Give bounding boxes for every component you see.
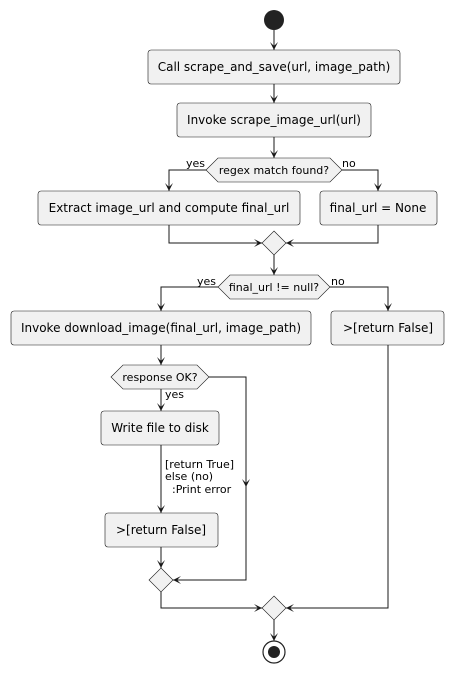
decision-final-null-label: final_url != null?: [229, 281, 319, 294]
decision-regex-label: regex match found?: [219, 164, 329, 177]
merge-diamond-3: [261, 595, 287, 621]
action-invoke-download-label: Invoke download_image(final_url, image_p…: [21, 321, 301, 335]
decision-response-label: response OK?: [122, 371, 197, 384]
action-invoke-scrape-label: Invoke scrape_image_url(url): [187, 113, 361, 127]
action-write-file-label: Write file to disk: [111, 421, 209, 435]
end-node: [262, 640, 286, 664]
end-node-inner: [268, 646, 280, 658]
start-node: [264, 10, 284, 30]
branch-regex-no: no: [342, 157, 356, 170]
merge-diamond-1: [261, 230, 287, 256]
action-call-label: Call scrape_and_save(url, image_path): [158, 60, 391, 74]
action-return-false-outer-label: >[return False]: [343, 321, 433, 335]
branch-null-yes: yes: [197, 275, 216, 288]
branch-regex-yes: yes: [186, 157, 205, 170]
action-final-none-label: final_url = None: [330, 201, 427, 215]
action-extract-label: Extract image_url and compute final_url: [49, 201, 290, 215]
action-write-file: [100, 410, 220, 446]
branch-response-yes: yes: [165, 388, 184, 401]
action-return-false-inner-label: >[return False]: [116, 523, 206, 537]
note-line-1: [return True]: [165, 458, 234, 471]
note-line-3: :Print error: [172, 483, 232, 496]
branch-null-no: no: [331, 275, 345, 288]
note-line-2: else (no): [165, 470, 213, 483]
merge-diamond-2: [148, 567, 174, 593]
